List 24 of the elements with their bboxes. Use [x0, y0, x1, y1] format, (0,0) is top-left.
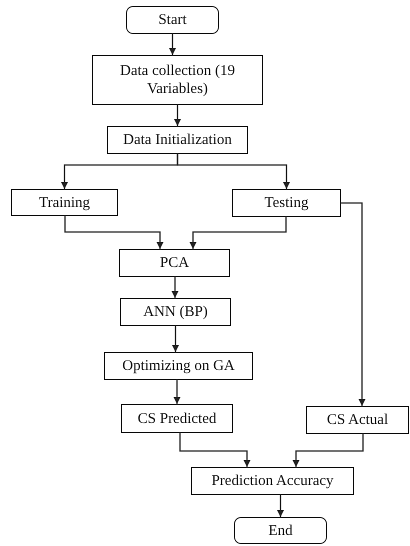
arrow [172, 277, 178, 298]
process-box: PCA [119, 249, 230, 277]
arrow [64, 216, 164, 249]
arrow [169, 34, 176, 55]
process-box: CS Predicted [121, 404, 233, 433]
arrow [341, 202, 366, 406]
arrow [277, 495, 284, 517]
arrow [190, 217, 287, 249]
process-box: ANN (BP) [120, 298, 231, 326]
arrow [174, 105, 181, 126]
process-box: Optimizing on GA [104, 352, 253, 380]
arrow [179, 433, 250, 467]
process-box: Testing [232, 189, 341, 217]
process-box: Training [11, 189, 118, 216]
arrow [174, 380, 180, 404]
terminal-box: Start [126, 6, 219, 34]
process-box: CS Actual [306, 406, 409, 434]
arrow [292, 434, 364, 467]
process-box: Prediction Accuracy [191, 467, 354, 495]
terminal-box: End [234, 517, 327, 544]
arrow [172, 326, 179, 352]
arrow [176, 154, 290, 189]
process-box: Data collection (19 Variables) [92, 55, 263, 105]
process-box: Data Initialization [107, 126, 248, 154]
